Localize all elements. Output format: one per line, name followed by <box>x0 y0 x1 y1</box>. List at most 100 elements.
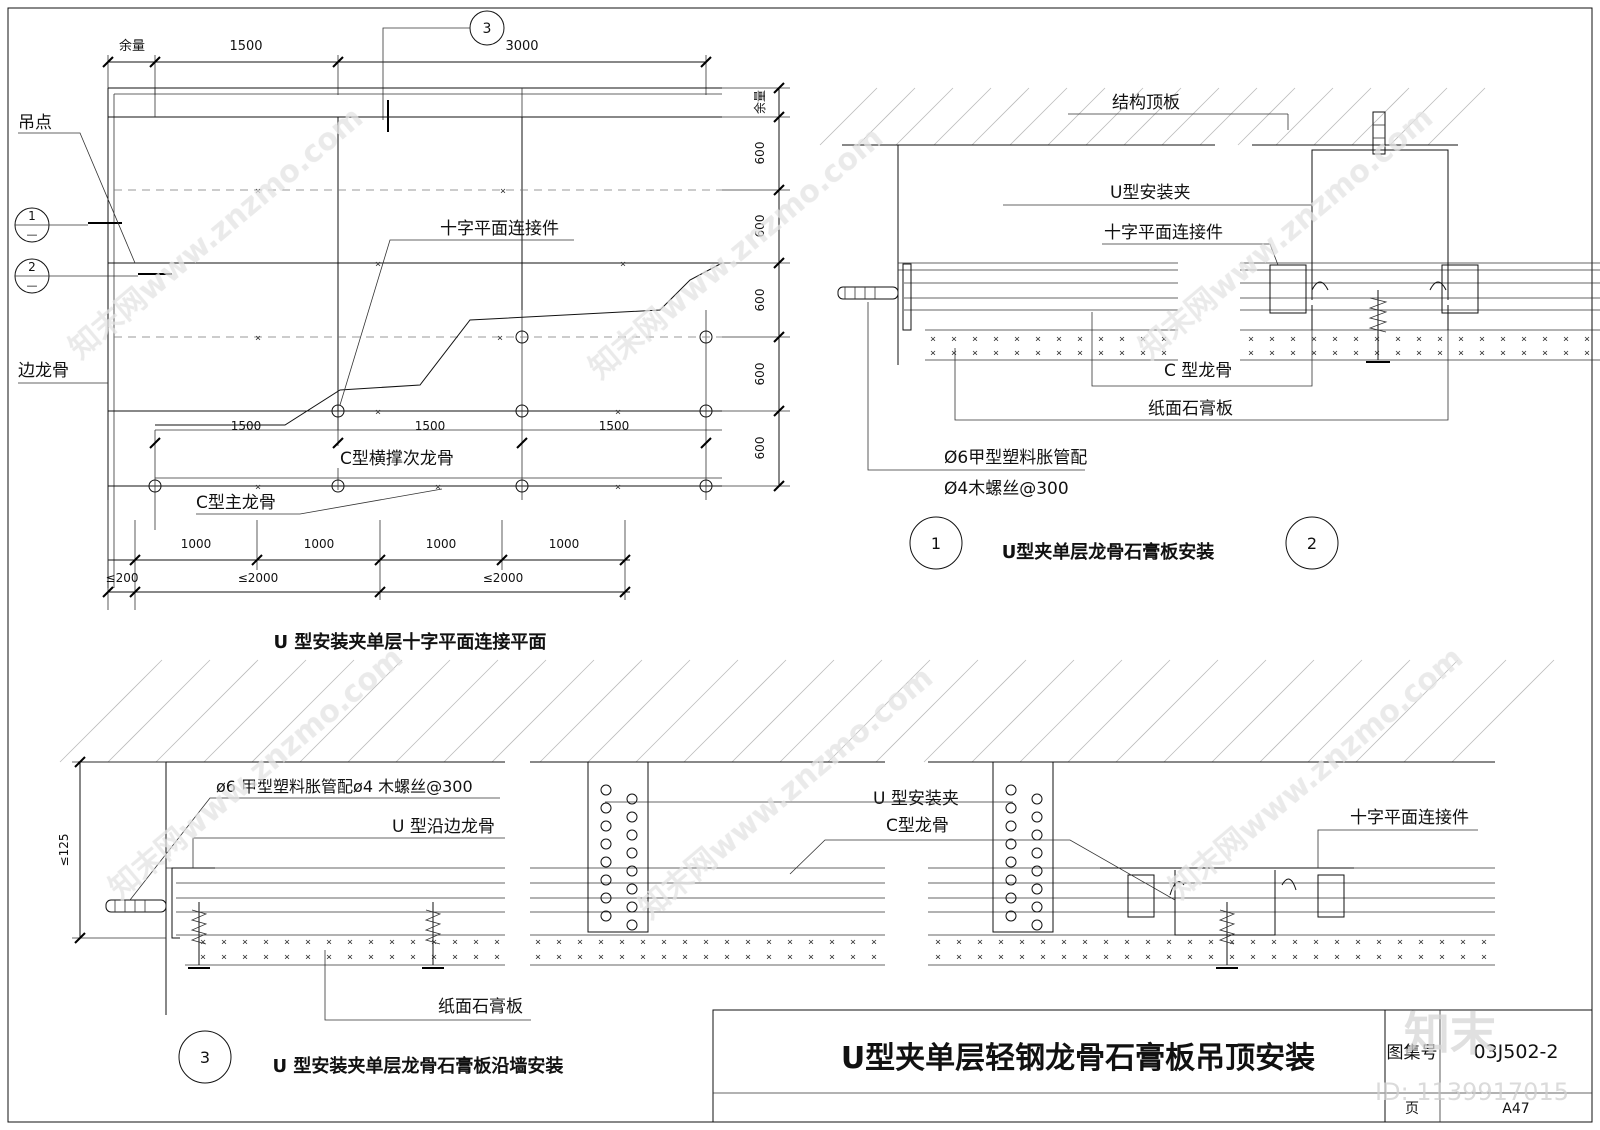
svg-text:×: × <box>500 186 506 197</box>
svg-text:×: × <box>535 952 541 963</box>
svg-text:×: × <box>473 952 479 963</box>
svg-text:×: × <box>1500 334 1506 345</box>
svg-text:×: × <box>1376 952 1382 963</box>
svg-text:×: × <box>577 952 583 963</box>
svg-text:×: × <box>1019 937 1025 948</box>
detail-3: ≤125 × × × × × × × × × × × × × × × × × × × × × × × × × × × × × × × × × × ×… <box>57 659 1555 1084</box>
title-block: U型夹单层轻钢龙骨石膏板吊顶安装 图集号 03J502-2 页 A47 <box>712 1009 1593 1123</box>
svg-text:×: × <box>431 952 437 963</box>
svg-text:×: × <box>956 937 962 948</box>
detail-mark-3: 3 <box>200 1048 210 1067</box>
label-anchor-line1: Ø6甲型塑料胀管配 <box>944 448 1087 468</box>
height-dim: ≤125 <box>57 834 71 867</box>
svg-text:×: × <box>850 937 856 948</box>
svg-text:×: × <box>1077 348 1083 359</box>
page-number: A47 <box>1502 1101 1529 1117</box>
svg-text:×: × <box>871 952 877 963</box>
svg-text:×: × <box>389 937 395 948</box>
svg-text:×: × <box>956 952 962 963</box>
svg-text:×: × <box>871 937 877 948</box>
svg-text:×: × <box>1500 348 1506 359</box>
inner-dim-0: 1500 <box>231 419 262 433</box>
svg-text:×: × <box>787 952 793 963</box>
callout-3: 3 <box>483 21 492 37</box>
svg-text:×: × <box>1332 348 1338 359</box>
svg-text:×: × <box>368 952 374 963</box>
svg-text:×: × <box>255 333 261 344</box>
detail-3-caption: U 型安装夹单层龙骨石膏板沿墙安装 <box>273 1055 564 1077</box>
svg-text:×: × <box>1395 348 1401 359</box>
svg-text:×: × <box>998 937 1004 948</box>
svg-text:×: × <box>452 952 458 963</box>
perforated-hanger-1 <box>587 761 649 933</box>
svg-text:×: × <box>1082 952 1088 963</box>
svg-text:×: × <box>1416 334 1422 345</box>
svg-text:×: × <box>993 334 999 345</box>
svg-text:×: × <box>1437 334 1443 345</box>
svg-text:×: × <box>703 952 709 963</box>
svg-text:×: × <box>375 259 381 270</box>
svg-text:×: × <box>1292 952 1298 963</box>
svg-text:×: × <box>255 186 261 197</box>
svg-text:×: × <box>1395 334 1401 345</box>
svg-text:×: × <box>1292 937 1298 948</box>
svg-text:×: × <box>221 937 227 948</box>
svg-text:×: × <box>745 937 751 948</box>
svg-text:×: × <box>1229 952 1235 963</box>
label-u-clip: U型安装夹 <box>1110 183 1190 203</box>
right-dim-4: 600 <box>753 363 767 386</box>
label-u-clip-d3: U 型安装夹 <box>873 789 959 809</box>
svg-text:×: × <box>1056 334 1062 345</box>
watermark-id: ID: 1139917015 <box>1375 1078 1569 1106</box>
svg-text:×: × <box>682 952 688 963</box>
atlas-label: 图集号 <box>1387 1043 1438 1063</box>
svg-text:×: × <box>1271 952 1277 963</box>
svg-text:×: × <box>497 333 503 344</box>
svg-text:×: × <box>1332 334 1338 345</box>
svg-text:×: × <box>1250 937 1256 948</box>
label-hanger-point: 吊点 <box>18 113 52 133</box>
svg-text:×: × <box>619 952 625 963</box>
svg-text:×: × <box>615 407 621 418</box>
label-gypsum-board-d1: 纸面石膏板 <box>1148 398 1233 419</box>
label-anchor-line2: Ø4木螺丝@300 <box>944 479 1069 499</box>
inner-dim-1: 1500 <box>415 419 446 433</box>
svg-text:×: × <box>1014 334 1020 345</box>
watermark-text-1: 知末网www.znzmo.com <box>63 100 370 366</box>
svg-text:×: × <box>1437 348 1443 359</box>
watermark-text-2: 知末网www.znzmo.com <box>583 120 890 386</box>
right-dim-3: 600 <box>753 289 767 312</box>
label-u-edge-keel: U 型沿边龙骨 <box>392 817 495 837</box>
svg-text:×: × <box>435 482 441 493</box>
svg-text:×: × <box>1119 348 1125 359</box>
svg-text:×: × <box>1521 334 1527 345</box>
svg-text:×: × <box>1248 334 1254 345</box>
svg-text:×: × <box>1374 334 1380 345</box>
svg-text:×: × <box>724 952 730 963</box>
detail-1-2: 结构顶板 ×××××××××××××××××××××××××××××××××××… <box>819 87 1600 570</box>
svg-text:—: — <box>27 279 38 292</box>
svg-text:×: × <box>494 952 500 963</box>
svg-text:×: × <box>1353 348 1359 359</box>
right-dim-0: 余量 <box>752 90 767 114</box>
svg-text:×: × <box>1374 348 1380 359</box>
svg-text:×: × <box>598 952 604 963</box>
svg-text:×: × <box>972 348 978 359</box>
svg-text:×: × <box>1481 937 1487 948</box>
svg-text:×: × <box>1479 348 1485 359</box>
svg-text:×: × <box>1040 952 1046 963</box>
svg-text:×: × <box>1166 952 1172 963</box>
watermark-text-6: 知末网www.znzmo.com <box>1163 640 1470 906</box>
bottom-dim-6: ≤2000 <box>483 571 524 585</box>
svg-text:×: × <box>1563 334 1569 345</box>
bottom-dim-3: 1000 <box>549 537 580 551</box>
svg-text:×: × <box>1542 348 1548 359</box>
svg-text:×: × <box>808 952 814 963</box>
svg-text:×: × <box>724 937 730 948</box>
svg-text:×: × <box>410 937 416 948</box>
svg-text:×: × <box>452 937 458 948</box>
label-anchor-d3: ø6 甲型塑料胀管配ø4 木螺丝@300 <box>216 777 473 796</box>
svg-text:×: × <box>998 952 1004 963</box>
svg-text:×: × <box>972 334 978 345</box>
